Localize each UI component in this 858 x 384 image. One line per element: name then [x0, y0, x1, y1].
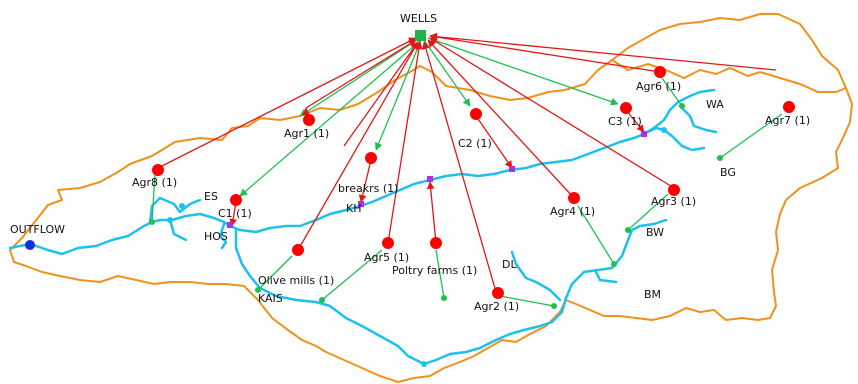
agr8-label: Agr8 (1) — [132, 176, 177, 189]
breakrs-label: breakrs (1) — [338, 182, 398, 195]
agr3-label: Agr3 (1) — [651, 195, 696, 208]
outflow-label: OUTFLOW — [10, 223, 65, 236]
bg-label: BG — [720, 166, 736, 179]
river-network — [8, 88, 718, 366]
bw-label: BW — [646, 226, 664, 239]
hos-label: HOS — [204, 230, 228, 243]
supply-links — [239, 37, 619, 197]
wa-label: WA — [706, 98, 724, 111]
bm-label: BM — [644, 288, 661, 301]
basin-boundary — [9, 13, 853, 383]
olive-mills-label: Olive mills (1) — [258, 274, 334, 287]
agr2-label: Agr2 (1) — [474, 300, 519, 313]
poltry-farms-label: Poltry farms (1) — [392, 264, 477, 277]
kais-label: KAIS — [258, 292, 283, 305]
agr4-label: Agr4 (1) — [550, 205, 595, 218]
treatment-nodes — [227, 131, 647, 228]
agr6-label: Agr6 (1) — [636, 80, 681, 93]
wells-label: WELLS — [400, 12, 437, 25]
river-nodes — [149, 103, 723, 309]
return-links — [157, 32, 777, 293]
dl-label: DL — [502, 258, 517, 271]
demand-sites — [152, 66, 795, 299]
kh-label: KH — [346, 202, 362, 215]
agr5-label: Agr5 (1) — [364, 251, 409, 264]
basin-boundary-branch — [611, 59, 847, 93]
outflow-node — [25, 240, 35, 250]
local-supply-links — [151, 77, 783, 307]
c1-label: C1 (1) — [218, 207, 252, 220]
es-label: ES — [204, 190, 218, 203]
c2-label: C2 (1) — [458, 137, 492, 150]
river-nodes-cyan — [167, 127, 667, 367]
wells-node — [415, 30, 426, 41]
agr7-label: Agr7 (1) — [765, 114, 810, 127]
agr1-label: Agr1 (1) — [284, 127, 329, 140]
c3-label: C3 (1) — [608, 115, 642, 128]
